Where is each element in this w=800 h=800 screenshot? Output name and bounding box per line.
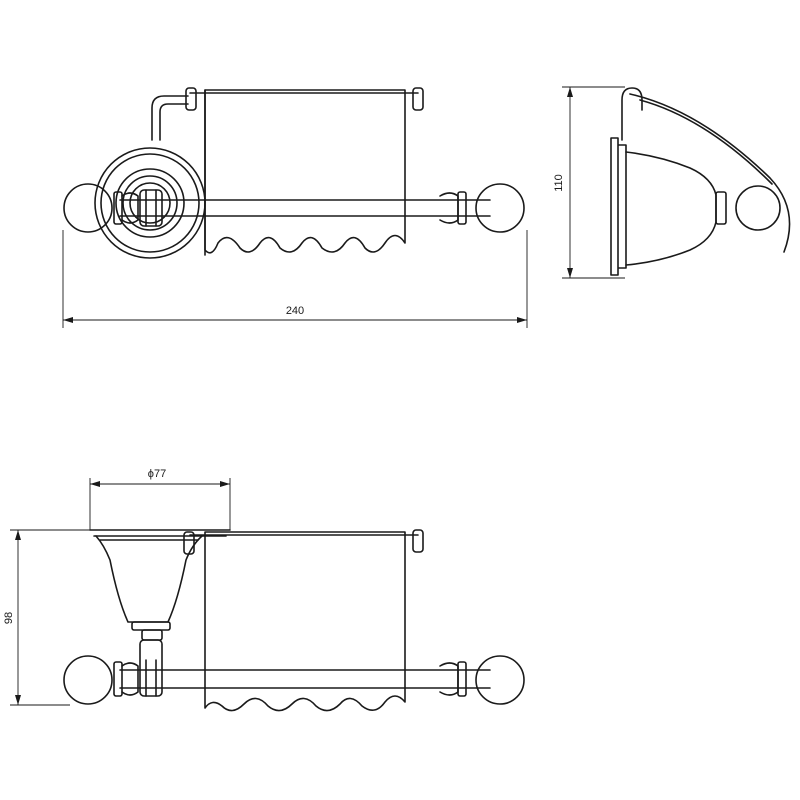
- front-hook: [151, 95, 189, 141]
- front-paper-cover: [204, 89, 406, 254]
- top-paper-cover: [204, 531, 406, 712]
- side-bell: [625, 151, 717, 266]
- depth-dimension: [562, 86, 625, 279]
- top-view: ϕ77: [3, 468, 525, 712]
- depth-dimension-label: 110: [553, 174, 565, 192]
- top-rod: [113, 639, 491, 697]
- side-view: 110: [553, 86, 791, 279]
- top-bell: [95, 535, 203, 623]
- front-left-ball: [63, 183, 113, 233]
- height-dimension-label: 98: [3, 612, 15, 624]
- front-view: 240: [62, 87, 528, 328]
- height-dimension: [10, 529, 96, 706]
- side-hook: [621, 87, 643, 141]
- width-dimension-label: 240: [286, 305, 304, 317]
- side-wall-plate: [610, 137, 627, 276]
- front-right-ball: [475, 183, 525, 233]
- top-right-ball: [475, 655, 525, 705]
- side-ball: [735, 185, 781, 231]
- width-dimension: [62, 230, 528, 328]
- front-rod: [113, 189, 491, 227]
- rosette-diameter-label: ϕ77: [148, 468, 166, 480]
- top-left-ball: [63, 655, 113, 705]
- rosette-diameter-dimension: [89, 478, 231, 530]
- side-cover-curve: [629, 93, 791, 253]
